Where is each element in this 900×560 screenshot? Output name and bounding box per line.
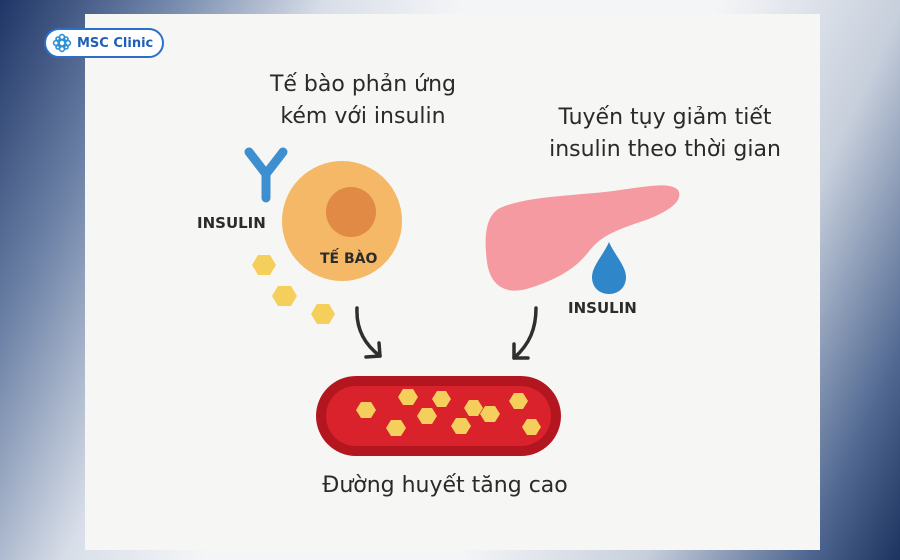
result-caption: Đường huyết tăng cao (322, 473, 568, 498)
glucose-molecule (252, 255, 276, 275)
pancreas-shape (485, 185, 680, 291)
arrow-icon (512, 306, 538, 360)
cell-caption-line1: Tế bào phản ứng (269, 72, 457, 97)
pancreas-caption-line1: Tuyến tụy giảm tiết (558, 105, 772, 130)
logo-flower-icon (52, 33, 72, 53)
pancreas-caption-line2: insulin theo thời gian (549, 137, 781, 162)
background-panel (85, 14, 820, 550)
pancreas-caption: Tuyến tụy giảm tiết insulin theo thời gi… (540, 102, 790, 166)
cell-label: TẾ BÀO (320, 251, 378, 267)
insulin-label-right: INSULIN (568, 299, 637, 317)
cell-caption: Tế bào phản ứng kém với insulin (258, 69, 468, 133)
insulin-label-left: INSULIN (197, 214, 266, 232)
brand-logo: MSC Clinic (44, 28, 164, 58)
glucose-molecule (311, 304, 335, 324)
cell-nucleus (326, 187, 376, 237)
brand-name: MSC Clinic (77, 35, 154, 51)
insulin-drop-icon (592, 242, 626, 294)
glucose-cluster (356, 389, 541, 436)
insulin-receptor-icon (244, 147, 288, 203)
glucose-molecule (272, 286, 297, 306)
cell-caption-line2: kém với insulin (280, 104, 446, 129)
blood-vessel-inner (326, 386, 551, 446)
arrow-icon (355, 306, 382, 359)
